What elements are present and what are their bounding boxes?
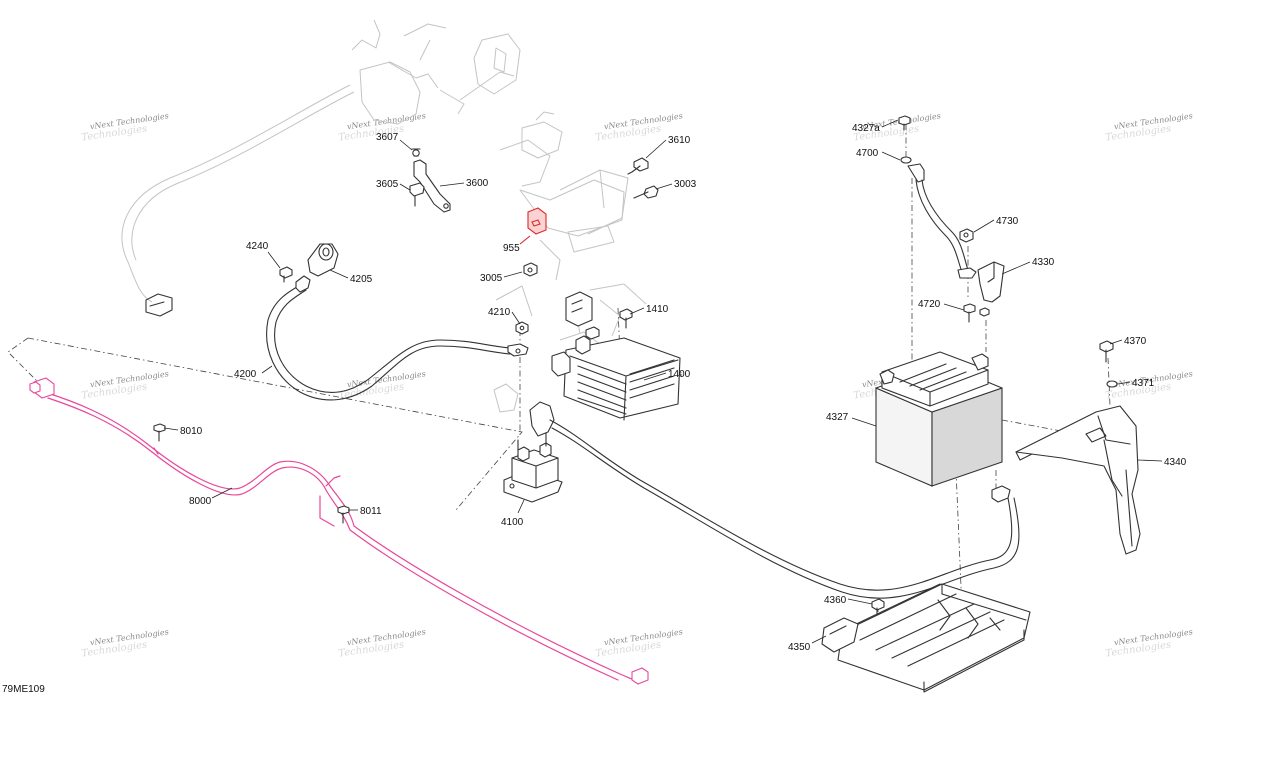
watermark-12: Technologies vNext Technologies bbox=[338, 627, 427, 659]
part-3003-bolt[interactable] bbox=[633, 185, 659, 199]
part-4330-terminal-cover[interactable] bbox=[977, 261, 1005, 303]
watermark-5: Technologies vNext Technologies bbox=[1105, 111, 1194, 143]
part-4720-screw[interactable] bbox=[963, 303, 990, 323]
part-4100-starter-solenoid[interactable] bbox=[503, 431, 563, 503]
callout-4371[interactable]: 4371 bbox=[1132, 378, 1155, 389]
part-4340-bracket[interactable] bbox=[1015, 405, 1141, 555]
callout-4720[interactable]: 4720 bbox=[918, 299, 941, 310]
part-3005-nut[interactable] bbox=[523, 262, 538, 277]
callout-4730[interactable]: 4730 bbox=[996, 216, 1019, 227]
part-3600-ground-strap[interactable] bbox=[409, 148, 451, 213]
callout-4350[interactable]: 4350 bbox=[788, 642, 811, 653]
part-8010-clip[interactable] bbox=[153, 423, 166, 442]
part-1410-screw[interactable] bbox=[619, 308, 633, 329]
callout-4700[interactable]: 4700 bbox=[856, 148, 879, 159]
part-4200-cable[interactable] bbox=[266, 275, 529, 401]
leader-lines bbox=[163, 119, 1163, 644]
watermark-15: Technologies vNext Technologies bbox=[1105, 627, 1194, 659]
callout-1400[interactable]: 1400 bbox=[668, 369, 691, 380]
callout-4100[interactable]: 4100 bbox=[501, 517, 524, 528]
callout-955[interactable]: 955 bbox=[503, 243, 520, 254]
callout-4327a[interactable]: 4327a bbox=[852, 123, 880, 134]
watermark-6: Technologies vNext Technologies bbox=[81, 369, 170, 401]
callout-8000[interactable]: 8000 bbox=[189, 496, 212, 507]
watermark-13: Technologies vNext Technologies bbox=[595, 627, 684, 659]
callout-3607[interactable]: 3607 bbox=[376, 132, 399, 143]
part-4370-screw[interactable] bbox=[1099, 340, 1114, 363]
callout-4340[interactable]: 4340 bbox=[1164, 457, 1187, 468]
callout-3610[interactable]: 3610 bbox=[668, 135, 691, 146]
callout-4370[interactable]: 4370 bbox=[1124, 336, 1147, 347]
part-955-fuse-block[interactable] bbox=[519, 207, 547, 245]
callout-8010[interactable]: 8010 bbox=[180, 426, 203, 437]
part-4210-nut[interactable] bbox=[515, 321, 529, 335]
callout-3005[interactable]: 3005 bbox=[480, 273, 503, 284]
part-8011-clip[interactable] bbox=[337, 505, 350, 524]
callout-3600[interactable]: 3600 bbox=[466, 178, 489, 189]
callout-4210[interactable]: 4210 bbox=[488, 307, 511, 318]
part-3610-screw[interactable] bbox=[627, 157, 649, 175]
callout-labels: 3607 3605 3600 3610 3003 955 3005 4240 4… bbox=[180, 123, 1187, 653]
part-1400-connector[interactable] bbox=[565, 291, 600, 340]
figure-code: 79ME109 bbox=[2, 684, 45, 695]
callout-8011[interactable]: 8011 bbox=[360, 506, 382, 517]
callout-4205[interactable]: 4205 bbox=[350, 274, 373, 285]
callout-4240[interactable]: 4240 bbox=[246, 241, 269, 252]
callout-1410[interactable]: 1410 bbox=[646, 304, 669, 315]
part-4350-battery-tray[interactable] bbox=[821, 583, 1031, 693]
context-frame-ghost bbox=[121, 19, 647, 413]
part-4327a-screw[interactable] bbox=[898, 115, 911, 131]
callout-3003[interactable]: 3003 bbox=[674, 179, 697, 190]
part-4730-nut[interactable] bbox=[959, 228, 974, 243]
part-starter-cable[interactable] bbox=[529, 401, 1020, 599]
part-4360-screw[interactable] bbox=[871, 598, 885, 615]
callout-3605[interactable]: 3605 bbox=[376, 179, 399, 190]
part-4327-battery[interactable] bbox=[875, 351, 1003, 487]
part-4240-screw[interactable] bbox=[279, 266, 293, 283]
part-8000-harness[interactable] bbox=[29, 377, 649, 685]
part-4700-negative-cable[interactable] bbox=[900, 156, 977, 279]
callout-4327[interactable]: 4327 bbox=[826, 412, 849, 423]
part-4371-washer[interactable] bbox=[1106, 380, 1118, 388]
callout-4360[interactable]: 4360 bbox=[824, 595, 847, 606]
part-1400-voltage-regulator[interactable] bbox=[551, 335, 681, 421]
callout-4200[interactable]: 4200 bbox=[234, 369, 257, 380]
part-4205-terminal-boot[interactable] bbox=[307, 243, 339, 277]
watermark-11: Technologies vNext Technologies bbox=[81, 627, 170, 659]
watermark-1: Technologies vNext Technologies bbox=[81, 111, 170, 143]
callout-4330[interactable]: 4330 bbox=[1032, 257, 1055, 268]
